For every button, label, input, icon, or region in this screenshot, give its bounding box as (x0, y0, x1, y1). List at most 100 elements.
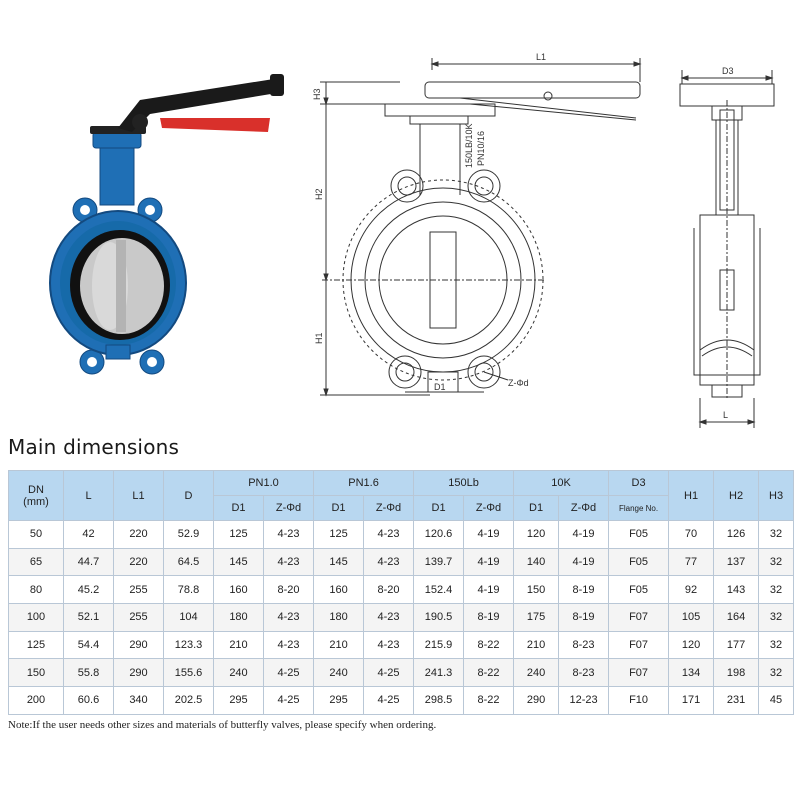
section-title: Main dimensions (8, 435, 180, 459)
table-cell: 8-22 (463, 686, 515, 715)
body-marking-pn: PN10/16 (476, 131, 486, 166)
dimensions-table: DN (mm) L L1 D PN1.0 PN1.6 150Lb 10K D3 … (8, 470, 795, 715)
col-header-10k: 10K (513, 470, 610, 496)
table-cell: 290 (113, 630, 164, 660)
table-cell: 70 (668, 520, 715, 549)
table-cell: 32 (758, 520, 795, 549)
table-cell: 8-20 (262, 575, 315, 605)
table-cell: 145 (213, 547, 264, 577)
label-h3: H3 (312, 88, 322, 100)
table-cell: F10 (608, 686, 670, 715)
table-cell: 126 (713, 520, 760, 549)
col-header-h2: H2 (713, 470, 760, 521)
table-cell: 139.7 (413, 547, 465, 577)
table-cell: 55.8 (63, 658, 114, 688)
table-cell: 32 (758, 547, 795, 577)
col-header-h3: H3 (758, 470, 795, 521)
table-cell: 4-19 (463, 575, 515, 605)
table-cell: 45 (758, 686, 795, 715)
ordering-note: Note:If the user needs other sizes and m… (8, 719, 437, 731)
table-cell: 80 (8, 575, 64, 605)
label-d3: D3 (722, 66, 734, 76)
figure-area: L1 H3 H2 H1 D1 Z-Φd 150LB/10K PN10/16 (49, 52, 775, 428)
table-cell: 240 (313, 658, 365, 688)
table-cell: 8-19 (558, 603, 610, 632)
table-cell: 54.4 (63, 630, 114, 660)
label-h2: H2 (314, 188, 324, 200)
table-cell: 52.9 (163, 520, 214, 549)
table-cell: 210 (313, 630, 365, 660)
subheader-pn10-d1: D1 (213, 495, 264, 521)
table-cell: 241.3 (413, 658, 465, 688)
table-cell: 175 (513, 603, 560, 632)
table-cell: 32 (758, 575, 795, 605)
table-cell: 120 (513, 520, 560, 549)
col-header-l1: L1 (113, 470, 164, 521)
label-h1: H1 (314, 332, 324, 344)
table-subheader-row: D1 Z-Φd D1 Z-Φd D1 Z-Φd D1 Z-Φd Flange N… (9, 495, 794, 521)
table-cell: 220 (113, 520, 164, 549)
subheader-pn16-z: Z-Φd (363, 495, 415, 521)
col-header-150lb: 150Lb (413, 470, 515, 496)
subheader-150lb-d1: D1 (413, 495, 465, 521)
table-cell: 52.1 (63, 603, 114, 632)
table-cell: 8-19 (558, 575, 610, 605)
table-cell: 340 (113, 686, 164, 715)
table-cell: 45.2 (63, 575, 114, 605)
table-cell: 12-23 (558, 686, 610, 715)
table-cell: 231 (713, 686, 760, 715)
col-header-pn16: PN1.6 (313, 470, 415, 496)
table-cell: 190.5 (413, 603, 465, 632)
table-cell: 4-19 (558, 547, 610, 577)
table-cell: 60.6 (63, 686, 114, 715)
col-header-dn-unit: (mm) (23, 495, 49, 508)
body-marking-rating: 150LB/10K (464, 123, 474, 168)
table-cell: 160 (213, 575, 264, 605)
table-cell: 4-23 (363, 603, 415, 632)
table-cell: 295 (313, 686, 365, 715)
label-l: L (723, 410, 728, 420)
table-cell: 4-23 (363, 520, 415, 549)
table-cell: 137 (713, 547, 760, 577)
table-cell: 150 (513, 575, 560, 605)
table-cell: 77 (668, 547, 715, 577)
table-cell: 32 (758, 603, 795, 632)
subheader-150lb-z: Z-Φd (463, 495, 515, 521)
table-cell: 125 (8, 630, 64, 660)
table-header-row: DN (mm) L L1 D PN1.0 PN1.6 150Lb 10K D3 … (8, 470, 795, 521)
table-cell: 177 (713, 630, 760, 660)
table-cell: F07 (608, 658, 670, 688)
col-header-pn10: PN1.0 (212, 470, 315, 496)
table-cell: 123.3 (163, 630, 214, 660)
table-cell: 152.4 (413, 575, 465, 605)
subheader-10k-z: Z-Φd (558, 495, 610, 521)
table-cell: 120 (668, 630, 715, 660)
col-header-d: D (163, 470, 214, 521)
table-cell: 125 (213, 520, 264, 549)
table-cell: 4-25 (262, 658, 315, 688)
table-cell: 44.7 (63, 547, 114, 577)
table-cell: 8-23 (558, 630, 610, 660)
table-cell: 180 (313, 603, 365, 632)
table-cell: 92 (668, 575, 715, 605)
table-cell: 240 (213, 658, 264, 688)
table-cell: 4-19 (558, 520, 610, 549)
table-cell: F05 (608, 575, 670, 605)
label-d1: D1 (434, 382, 446, 392)
table-cell: 105 (668, 603, 715, 632)
table-cell: 42 (63, 520, 114, 549)
table-cell: 180 (213, 603, 264, 632)
subheader-pn16-d1: D1 (313, 495, 365, 521)
table-cell: 4-25 (363, 686, 415, 715)
table-cell: 4-23 (363, 547, 415, 577)
table-cell: F05 (608, 520, 670, 549)
table-cell: 8-20 (363, 575, 415, 605)
subheader-flange-no: Flange No. (608, 495, 670, 521)
table-cell: 4-23 (262, 520, 315, 549)
